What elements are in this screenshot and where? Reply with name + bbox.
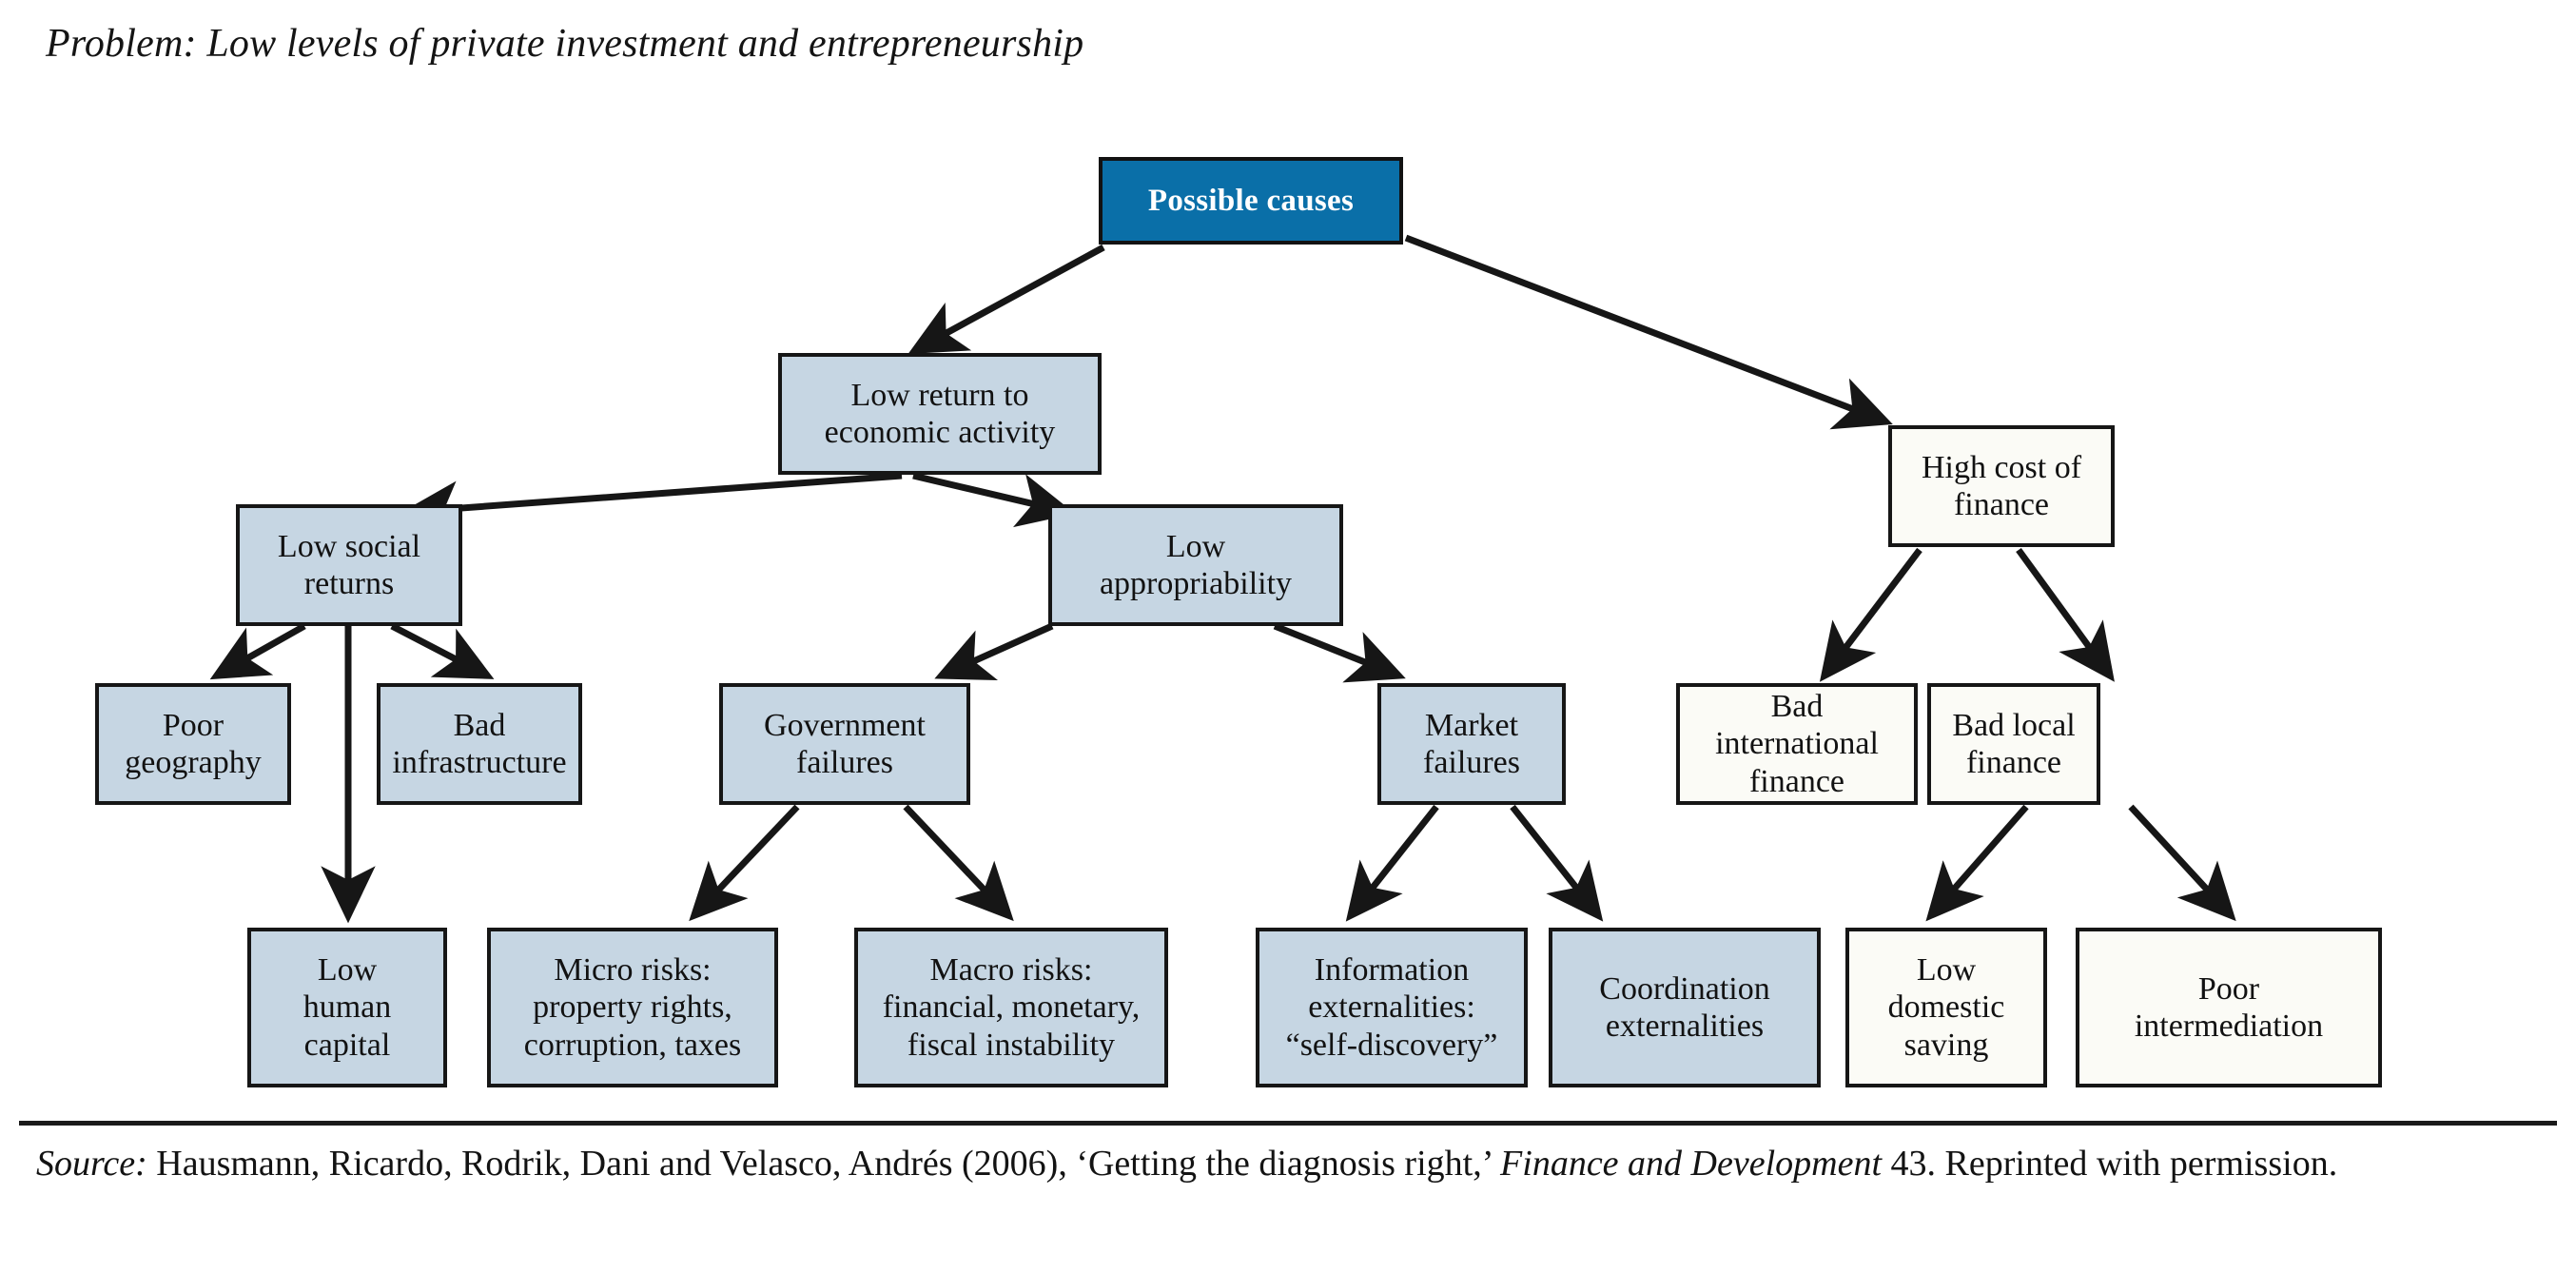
problem-tree-diagram: Possible causes Low return to economic a… — [0, 76, 2576, 1113]
node-high-cost-label: High cost of finance — [1921, 449, 2082, 522]
node-low-social-returns[interactable]: Low social returns — [236, 504, 462, 626]
edge-low-return-to-low-approp — [912, 472, 1076, 528]
edge-government-to-macro-risks — [903, 804, 1014, 922]
node-low-human-capital[interactable]: Low human capital — [247, 928, 447, 1087]
node-poor-intermediation-label: Poor intermediation — [2134, 970, 2324, 1044]
edge-high-cost-to-bad-local — [2016, 547, 2115, 682]
node-market-failures-label: Market failures — [1423, 707, 1520, 780]
source-divider — [19, 1121, 2557, 1126]
node-market-failures[interactable]: Market failures — [1377, 683, 1566, 805]
edge-low-approp-to-market-failures — [1273, 622, 1406, 683]
source-text-part1: Hausmann, Ricardo, Rodrik, Dani and Vela… — [146, 1144, 1501, 1184]
node-micro-risks-label: Micro risks: property rights, corruption… — [523, 951, 742, 1063]
node-macro-risks[interactable]: Macro risks: financial, monetary, fiscal… — [854, 928, 1168, 1087]
edge-low-social-to-poor-geography — [209, 622, 306, 680]
edge-root-to-high-cost — [1404, 234, 1893, 430]
source-journal: Finance and Development — [1500, 1144, 1883, 1184]
edge-low-approp-to-government-failures — [934, 622, 1054, 680]
figure-title: Problem: Low levels of private investmen… — [46, 22, 1084, 66]
node-coordination-externalities[interactable]: Coordination externalities — [1549, 928, 1821, 1087]
node-possible-causes-label: Possible causes — [1147, 183, 1355, 218]
source-label: Source: — [36, 1144, 147, 1184]
node-bad-infrastructure[interactable]: Bad infrastructure — [377, 683, 582, 805]
node-low-approp-label: Low appropriability — [1099, 528, 1293, 601]
node-macro-risks-label: Macro risks: financial, monetary, fiscal… — [882, 951, 1141, 1063]
source-note: Source: Hausmann, Ricardo, Rodrik, Dani … — [36, 1140, 2547, 1187]
node-possible-causes[interactable]: Possible causes — [1099, 157, 1403, 245]
edge-high-cost-to-bad-international — [1819, 547, 1922, 682]
edge-layer — [209, 234, 2236, 924]
node-bad-international-finance-label: Bad international finance — [1715, 688, 1879, 799]
node-low-return-label: Low return to economic activity — [824, 377, 1056, 450]
node-micro-risks[interactable]: Micro risks: property rights, corruption… — [487, 928, 778, 1087]
node-low-domestic-saving[interactable]: Low domestic saving — [1845, 928, 2047, 1087]
node-government-failures-label: Government failures — [764, 707, 926, 780]
edge-bad-local-to-poor-intermediation — [2128, 804, 2236, 922]
edge-government-to-micro-risks — [689, 804, 800, 922]
node-bad-international-finance[interactable]: Bad international finance — [1676, 683, 1918, 805]
node-low-domestic-saving-label: Low domestic saving — [1887, 951, 2005, 1063]
node-high-cost-of-finance[interactable]: High cost of finance — [1888, 425, 2115, 547]
node-bad-infrastructure-label: Bad infrastructure — [392, 707, 567, 780]
edge-bad-local-to-low-domestic-saving — [1925, 804, 2029, 922]
node-low-return-to-economic-activity[interactable]: Low return to economic activity — [778, 353, 1102, 475]
edge-market-to-coordination-externalities — [1510, 804, 1604, 922]
node-low-social-label: Low social returns — [277, 528, 421, 601]
node-low-human-capital-label: Low human capital — [302, 951, 392, 1063]
node-bad-local-finance-label: Bad local finance — [1952, 707, 2076, 780]
node-government-failures[interactable]: Government failures — [719, 683, 970, 805]
node-poor-geography-label: Poor geography — [125, 707, 262, 780]
node-information-externalities[interactable]: Information externalities: “self-discove… — [1256, 928, 1528, 1087]
node-poor-geography[interactable]: Poor geography — [95, 683, 291, 805]
edge-low-social-to-bad-infrastructure — [390, 622, 495, 679]
node-information-externalities-label: Information externalities: “self-discove… — [1285, 951, 1498, 1063]
node-poor-intermediation[interactable]: Poor intermediation — [2076, 928, 2382, 1087]
node-bad-local-finance[interactable]: Bad local finance — [1927, 683, 2100, 805]
edge-market-to-information-externalities — [1345, 804, 1439, 922]
node-coordination-externalities-label: Coordination externalities — [1599, 970, 1770, 1044]
edge-low-return-to-low-social — [400, 472, 903, 536]
node-low-appropriability[interactable]: Low appropriability — [1048, 504, 1343, 626]
edge-root-to-low-return — [907, 244, 1105, 355]
source-text-part2: 43. Reprinted with permission. — [1882, 1144, 2338, 1184]
